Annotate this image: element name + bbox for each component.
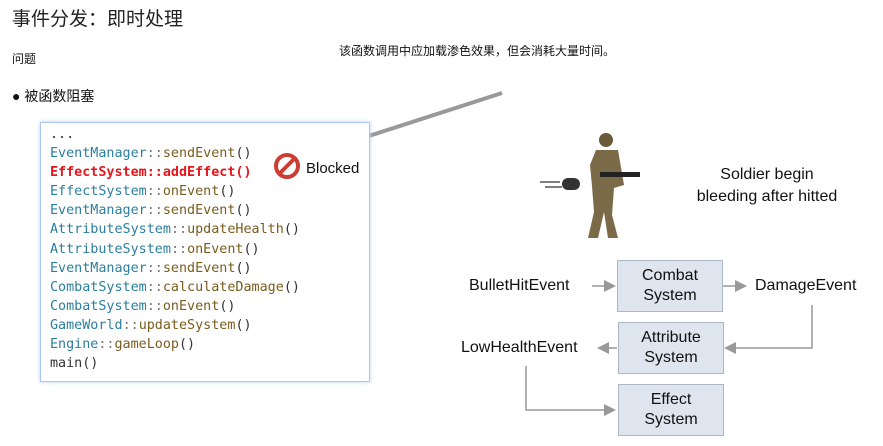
class-name: AttributeSystem — [50, 241, 171, 257]
blocked-icon — [274, 153, 300, 179]
punctuation: :: — [146, 146, 163, 162]
method-name: onEvent — [162, 298, 220, 314]
flow-arrow — [724, 305, 813, 354]
bullet-point: ● 被函数阻塞 — [12, 88, 95, 104]
method-name: calculateDamage — [162, 279, 284, 295]
punctuation: () — [235, 317, 252, 333]
call-stack-line: Engine::gameLoop() — [50, 335, 369, 354]
bullet-hit-event: BulletHitEvent — [469, 277, 570, 294]
call-stack-line: GameWorld::updateSystem() — [50, 316, 369, 335]
flow-arrow — [525, 366, 616, 416]
call-stack-line: ... — [50, 127, 75, 142]
punctuation: :: — [122, 317, 139, 333]
class-name: Engine — [50, 337, 99, 353]
punctuation: () — [235, 146, 252, 162]
class-name: AttributeSystem — [50, 222, 171, 238]
punctuation: :: — [146, 165, 163, 181]
punctuation: :: — [146, 203, 163, 219]
punctuation: () — [235, 165, 252, 181]
method-name: updateHealth — [187, 222, 284, 238]
method-name: addEffect — [162, 165, 236, 181]
class-name: EffectSystem — [50, 184, 147, 200]
method-name: gameLoop — [114, 337, 180, 353]
method-name: sendEvent — [162, 146, 236, 162]
method-name: sendEvent — [162, 260, 236, 276]
method-name: onEvent — [162, 184, 220, 200]
punctuation: () — [283, 222, 300, 238]
method-name: onEvent — [187, 241, 244, 257]
punctuation: () — [219, 184, 236, 200]
problem-label: 问题 — [12, 52, 37, 66]
call-stack-line: EventManager::sendEvent() — [50, 201, 369, 220]
call-stack-line: CombatSystem::onEvent() — [50, 297, 369, 316]
call-stack-line: CombatSystem::calculateDamage() — [50, 278, 369, 297]
call-stack-line: EventManager::sendEvent() — [50, 259, 369, 278]
punctuation: () — [219, 298, 236, 314]
punctuation: :: — [170, 222, 188, 238]
blocked-label: Blocked — [306, 160, 360, 177]
punctuation: () — [179, 337, 196, 353]
punctuation: () — [283, 279, 300, 295]
punctuation: :: — [146, 279, 163, 295]
punctuation: () — [235, 260, 252, 276]
bullet-icon — [540, 178, 580, 190]
call-stack-line: AttributeSystem::updateHealth() — [50, 220, 369, 239]
punctuation: :: — [146, 184, 163, 200]
call-stack-line: AttributeSystem::onEvent() — [50, 240, 369, 259]
call-stack-line: EffectSystem::addEffect() — [50, 163, 369, 182]
class-name: EventManager — [50, 260, 147, 276]
punctuation: :: — [98, 337, 115, 353]
call-stack: ...EventManager::sendEvent()EffectSystem… — [40, 122, 370, 382]
call-stack-line: EffectSystem::onEvent() — [50, 182, 369, 201]
call-stack-line: main() — [50, 356, 99, 372]
low-health-event: LowHealthEvent — [461, 339, 578, 356]
method-name: sendEvent — [162, 203, 236, 219]
class-name: CombatSystem — [50, 298, 147, 314]
punctuation: () — [243, 241, 260, 257]
class-name: CombatSystem — [50, 279, 147, 295]
punctuation: () — [235, 203, 252, 219]
class-name: GameWorld — [50, 317, 123, 333]
damage-event: DamageEvent — [755, 277, 857, 294]
page-title: 事件分发：即时处理 — [12, 9, 184, 30]
punctuation: :: — [146, 298, 163, 314]
call-stack-line: EventManager::sendEvent() — [50, 144, 369, 163]
soldier-icon — [588, 133, 640, 238]
class-name: EffectSystem — [50, 165, 147, 181]
punctuation: :: — [146, 260, 163, 276]
class-name: EventManager — [50, 146, 147, 162]
method-name: updateSystem — [138, 317, 236, 333]
note-text: 该函数调用中应加载渗色效果，但会消耗大量时间。 — [339, 44, 616, 58]
class-name: EventManager — [50, 203, 147, 219]
punctuation: :: — [170, 241, 188, 257]
